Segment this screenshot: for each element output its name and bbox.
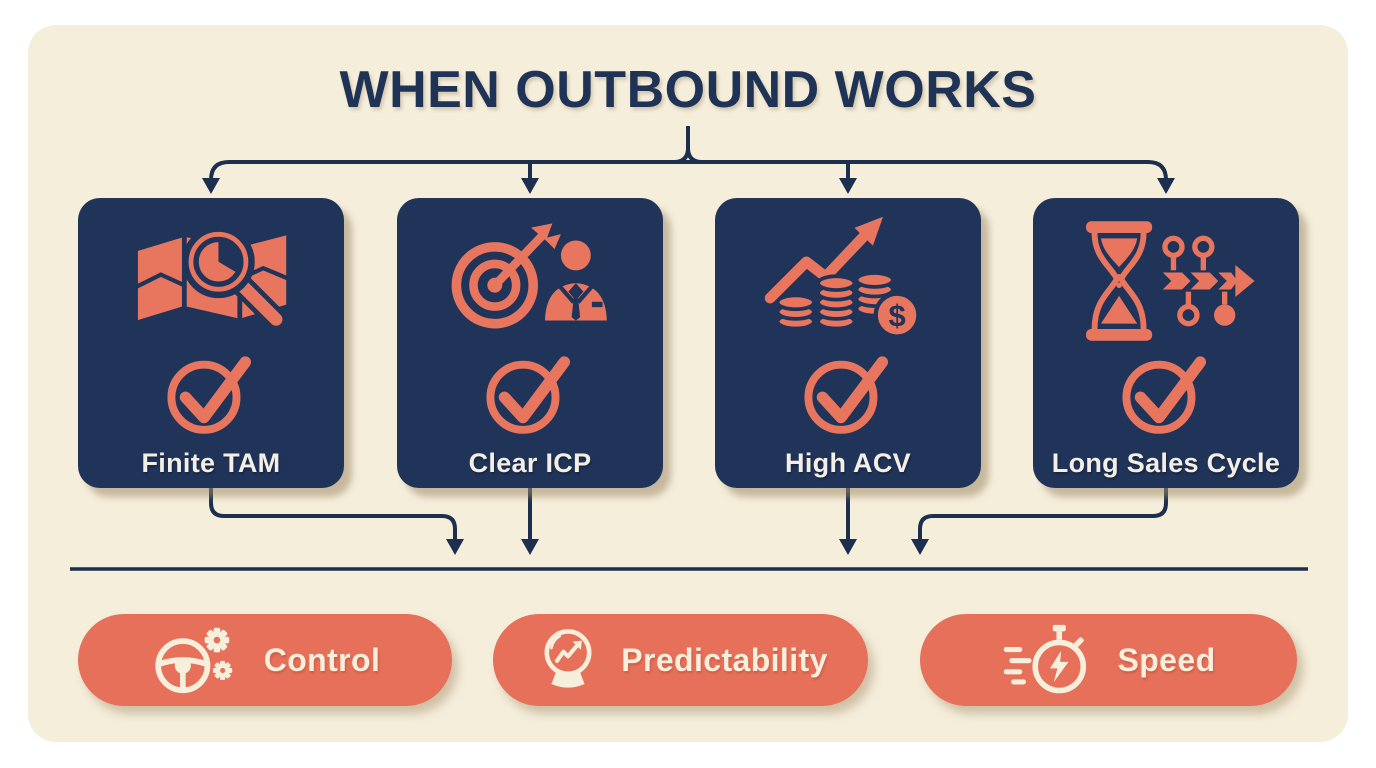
card-label: Clear ICP	[468, 448, 592, 478]
card-long-sales-cycle: Long Sales Cycle	[1033, 198, 1299, 488]
benefit-pill-predictability: Predictability	[493, 614, 868, 706]
card-label: High ACV	[785, 448, 911, 478]
card-label: Long Sales Cycle	[1051, 448, 1281, 478]
check-circle-icon	[804, 356, 889, 434]
card-art	[120, 216, 302, 346]
card-label: Finite TAM	[141, 448, 281, 478]
card-finite-tam: Finite TAM	[78, 198, 344, 488]
crystal-ball-trend-icon	[544, 629, 592, 688]
benefit-label: Predictability	[621, 641, 828, 678]
coins-growth-icon: $	[764, 217, 921, 339]
benefit-label: Control	[263, 641, 381, 678]
benefit-pill-control: Control	[78, 614, 452, 706]
target-person-icon	[451, 223, 607, 329]
hourglass-timeline-icon	[1086, 221, 1255, 341]
page-title: WHEN OUTBOUND WORKS	[339, 61, 1037, 119]
card-art	[1075, 216, 1257, 346]
steering-wheel-gears-icon	[155, 627, 232, 694]
benefit-label: Speed	[1117, 641, 1216, 678]
card-art: $	[757, 216, 939, 346]
card-art	[439, 216, 621, 346]
check-circle-icon	[167, 356, 252, 434]
dollar-sign: $	[888, 298, 905, 333]
benefit-pill-speed: Speed	[920, 614, 1297, 706]
check-circle-icon	[1122, 356, 1207, 434]
map-magnifier-icon	[132, 225, 292, 331]
check-circle-icon	[486, 356, 571, 434]
card-clear-icp: Clear ICP	[397, 198, 663, 488]
card-high-acv: $ High ACV	[715, 198, 981, 488]
stopwatch-lightning-icon	[1004, 624, 1087, 694]
